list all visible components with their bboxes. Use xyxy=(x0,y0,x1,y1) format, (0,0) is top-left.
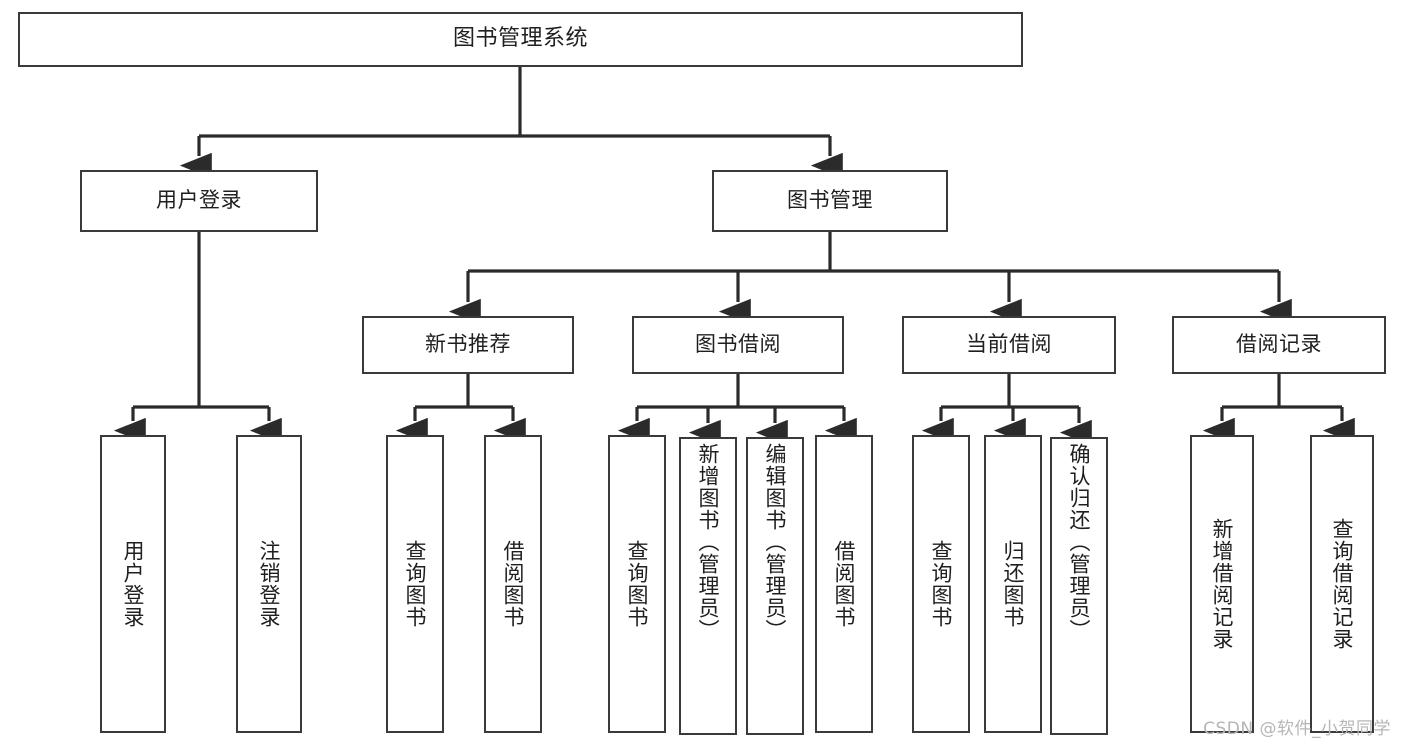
node-leaf-confirm-return-label: 确认归还（管理员） xyxy=(1067,443,1092,641)
node-root[interactable]: 图书管理系统 xyxy=(18,12,1023,67)
node-leaf-query-record-label: 查询借阅记录 xyxy=(1330,518,1355,650)
node-leaf-borrow-book-1-label: 借阅图书 xyxy=(501,540,526,628)
node-current-borrow-label: 当前借阅 xyxy=(966,332,1052,357)
node-leaf-query-book-1[interactable]: 查询图书 xyxy=(386,435,444,733)
node-leaf-edit-book-label: 编辑图书（管理员） xyxy=(763,443,788,641)
node-leaf-add-record-label: 新增借阅记录 xyxy=(1210,518,1235,650)
node-leaf-user-login[interactable]: 用户登录 xyxy=(100,435,166,733)
node-book-borrow-label: 图书借阅 xyxy=(695,332,781,357)
node-leaf-edit-book[interactable]: 编辑图书（管理员） xyxy=(746,437,804,735)
node-new-book-rec-label: 新书推荐 xyxy=(425,332,511,357)
node-book-manage[interactable]: 图书管理 xyxy=(712,170,948,232)
node-user-login-label: 用户登录 xyxy=(156,188,242,213)
node-leaf-query-book-2[interactable]: 查询图书 xyxy=(608,435,666,733)
node-leaf-return-book[interactable]: 归还图书 xyxy=(984,435,1042,733)
node-book-borrow[interactable]: 图书借阅 xyxy=(632,316,844,374)
node-leaf-query-book-2-label: 查询图书 xyxy=(625,540,650,628)
node-leaf-query-book-3-label: 查询图书 xyxy=(929,540,954,628)
node-leaf-return-book-label: 归还图书 xyxy=(1001,540,1026,628)
node-book-manage-label: 图书管理 xyxy=(787,188,873,213)
node-leaf-borrow-book-2-label: 借阅图书 xyxy=(832,540,857,628)
node-leaf-user-login-label: 用户登录 xyxy=(121,540,146,628)
node-borrow-record[interactable]: 借阅记录 xyxy=(1172,316,1386,374)
node-borrow-record-label: 借阅记录 xyxy=(1236,332,1322,357)
node-leaf-query-book-1-label: 查询图书 xyxy=(403,540,428,628)
node-leaf-add-record[interactable]: 新增借阅记录 xyxy=(1190,435,1254,733)
node-leaf-borrow-book-2[interactable]: 借阅图书 xyxy=(815,435,873,733)
node-leaf-logout-label: 注销登录 xyxy=(257,540,282,628)
node-leaf-query-record[interactable]: 查询借阅记录 xyxy=(1310,435,1374,733)
node-leaf-confirm-return[interactable]: 确认归还（管理员） xyxy=(1050,437,1108,735)
node-leaf-query-book-3[interactable]: 查询图书 xyxy=(912,435,970,733)
node-user-login[interactable]: 用户登录 xyxy=(80,170,318,232)
node-leaf-borrow-book-1[interactable]: 借阅图书 xyxy=(484,435,542,733)
node-leaf-add-book-label: 新增图书（管理员） xyxy=(696,443,721,641)
node-leaf-add-book[interactable]: 新增图书（管理员） xyxy=(679,437,737,735)
node-current-borrow[interactable]: 当前借阅 xyxy=(902,316,1116,374)
node-root-label: 图书管理系统 xyxy=(452,26,588,52)
node-new-book-rec[interactable]: 新书推荐 xyxy=(362,316,574,374)
node-leaf-logout[interactable]: 注销登录 xyxy=(236,435,302,733)
